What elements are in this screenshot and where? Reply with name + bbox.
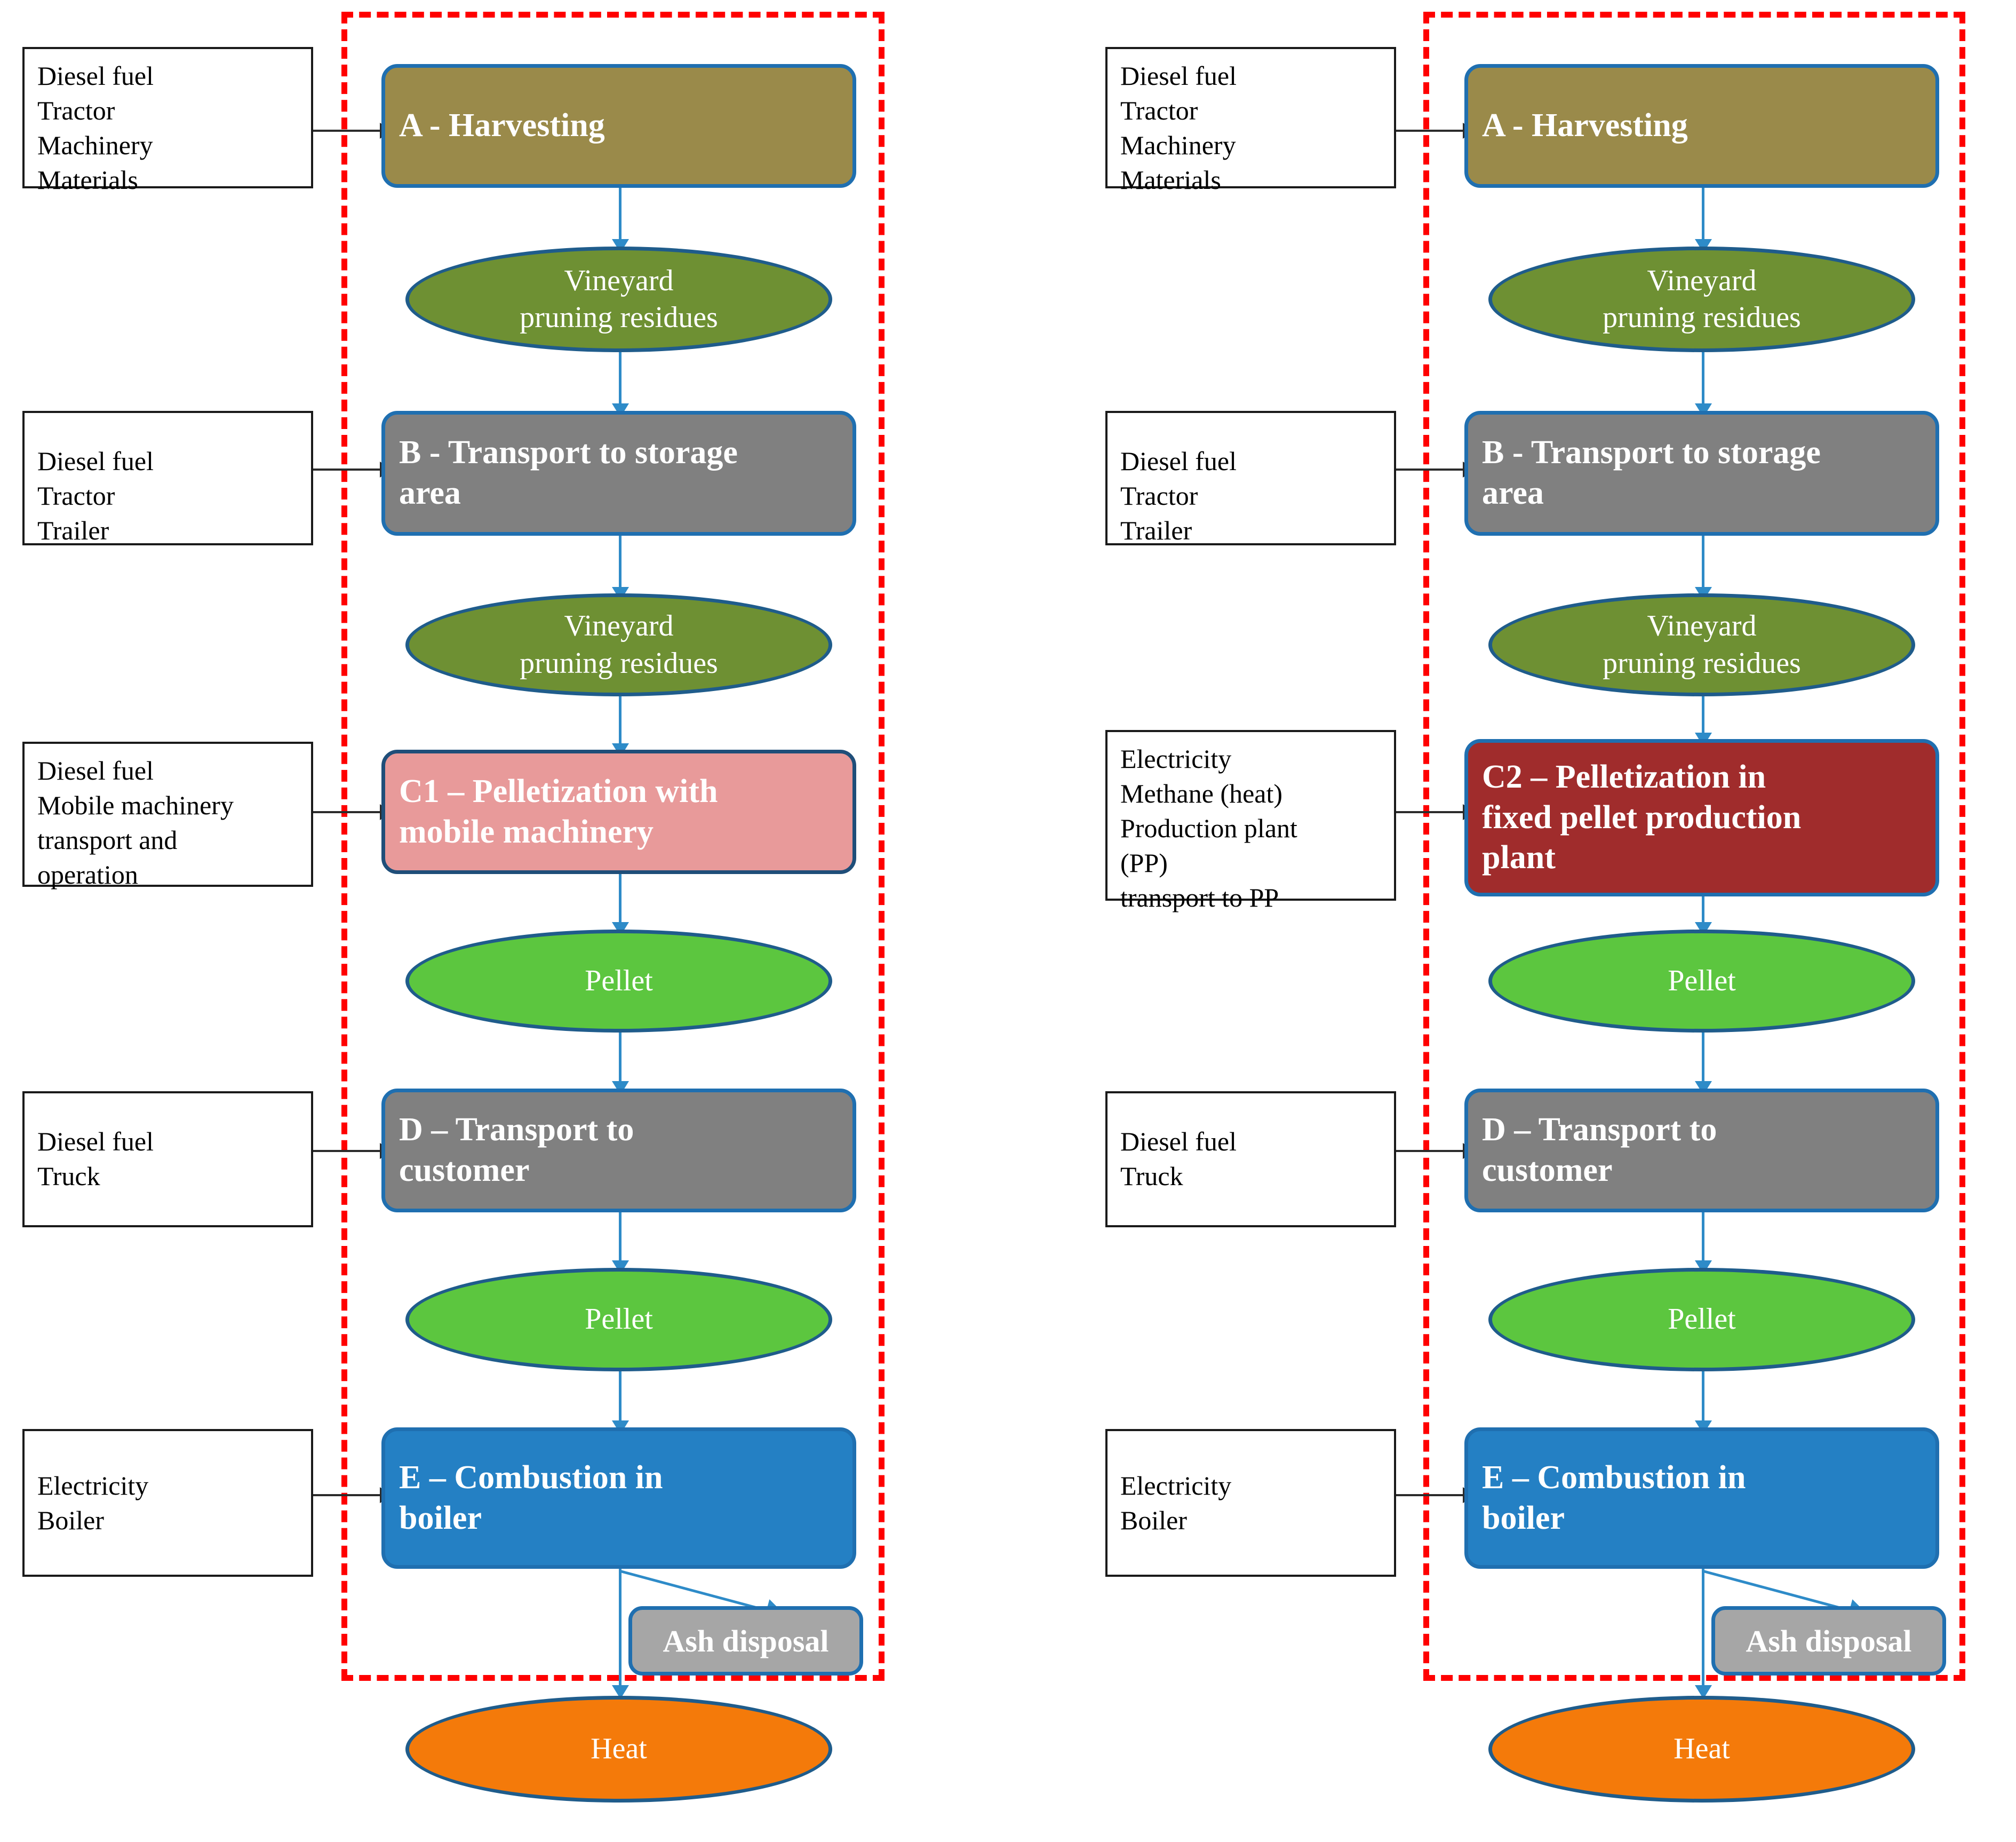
scenario-c2-panel: Diesel fuel Tractor Machinery Materials … [1008, 0, 2016, 1842]
flow-line-pellet1-to-d [619, 1033, 621, 1087]
flow-ellipse-residues-1: Vineyard pruning residues [1488, 247, 1915, 352]
flow-ellipse-residues-2: Vineyard pruning residues [405, 593, 832, 696]
input-box-pelletization: Diesel fuel Mobile machinery transport a… [22, 742, 313, 890]
flow-line-a-to-residues1 [1702, 188, 1704, 245]
flow-line-residues1-to-b [1702, 352, 1704, 410]
input-box-combustion: Electricity Boiler [22, 1429, 313, 1577]
input-connector-transport-customer [313, 1150, 381, 1152]
process-box-d-transport-customer[interactable]: D – Transport to customer [381, 1089, 856, 1212]
flow-ellipse-heat: Heat [1488, 1696, 1915, 1803]
input-connector-combustion [313, 1494, 381, 1496]
process-box-b-transport-storage[interactable]: B - Transport to storage area [381, 411, 856, 536]
input-box-transport-customer: Diesel fuel Truck [1105, 1091, 1396, 1227]
flow-line-pellet1-to-d [1702, 1033, 1704, 1087]
process-box-c2-pelletization[interactable]: C2 – Pelletization in fixed pellet produ… [1464, 739, 1939, 896]
input-connector-combustion [1396, 1494, 1464, 1496]
input-box-harvesting: Diesel fuel Tractor Machinery Materials [22, 47, 313, 195]
flow-line-residues1-to-b [619, 352, 621, 410]
output-box-ash-disposal[interactable]: Ash disposal [628, 1606, 863, 1676]
input-box-transport-storage: Diesel fuel Tractor Trailer [1105, 411, 1396, 545]
flow-ellipse-pellet-1: Pellet [405, 930, 832, 1033]
output-box-ash-disposal[interactable]: Ash disposal [1711, 1606, 1946, 1676]
flow-ellipse-heat: Heat [405, 1696, 832, 1803]
process-box-d-transport-customer[interactable]: D – Transport to customer [1464, 1089, 1939, 1212]
flow-line-pellet2-to-e [619, 1371, 621, 1427]
flow-line-pellet2-to-e [1702, 1371, 1704, 1427]
process-box-b-transport-storage[interactable]: B - Transport to storage area [1464, 411, 1939, 536]
process-box-e-combustion[interactable]: E – Combustion in boiler [381, 1427, 856, 1569]
input-connector-transport-storage [313, 469, 381, 471]
flow-line-e-to-heat [619, 1569, 621, 1692]
input-connector-pelletization [313, 811, 381, 813]
input-box-pelletization: Electricity Methane (heat) Production pl… [1105, 730, 1396, 912]
input-box-combustion: Electricity Boiler [1105, 1429, 1396, 1577]
flow-ellipse-pellet-1: Pellet [1488, 930, 1915, 1033]
input-connector-harvesting [313, 130, 381, 132]
input-connector-transport-storage [1396, 469, 1464, 471]
flow-ellipse-residues-1: Vineyard pruning residues [405, 247, 832, 352]
flow-line-c2-to-pellet1 [1702, 896, 1704, 930]
flow-line-residues2-to-c2 [1702, 696, 1704, 739]
input-connector-transport-customer [1396, 1150, 1464, 1152]
flow-line-b-to-residues2 [1702, 536, 1704, 593]
flow-ellipse-pellet-2: Pellet [405, 1268, 832, 1371]
process-box-e-combustion[interactable]: E – Combustion in boiler [1464, 1427, 1939, 1569]
flow-line-residues2-to-c1 [619, 696, 621, 750]
input-box-transport-customer: Diesel fuel Truck [22, 1091, 313, 1227]
flow-ellipse-pellet-2: Pellet [1488, 1268, 1915, 1371]
scenario-c1-panel: Diesel fuel Tractor Machinery Materials … [22, 12, 885, 1803]
flow-line-e-to-heat [1702, 1569, 1704, 1692]
process-box-a-harvesting[interactable]: A - Harvesting [381, 64, 856, 188]
process-box-a-harvesting[interactable]: A - Harvesting [1464, 64, 1939, 188]
input-box-harvesting: Diesel fuel Tractor Machinery Materials [1105, 47, 1396, 195]
flow-ellipse-residues-2: Vineyard pruning residues [1488, 593, 1915, 696]
flow-line-d-to-pellet2 [1702, 1212, 1704, 1267]
flow-line-b-to-residues2 [619, 536, 621, 593]
input-connector-pelletization [1396, 811, 1464, 813]
input-box-transport-storage: Diesel fuel Tractor Trailer [22, 411, 313, 545]
process-box-c1-pelletization[interactable]: C1 – Pelletization with mobile machinery [381, 750, 856, 874]
flow-line-a-to-residues1 [619, 188, 621, 245]
input-connector-harvesting [1396, 130, 1464, 132]
flow-line-c1-to-pellet1 [619, 874, 621, 929]
flow-line-d-to-pellet2 [619, 1212, 621, 1267]
